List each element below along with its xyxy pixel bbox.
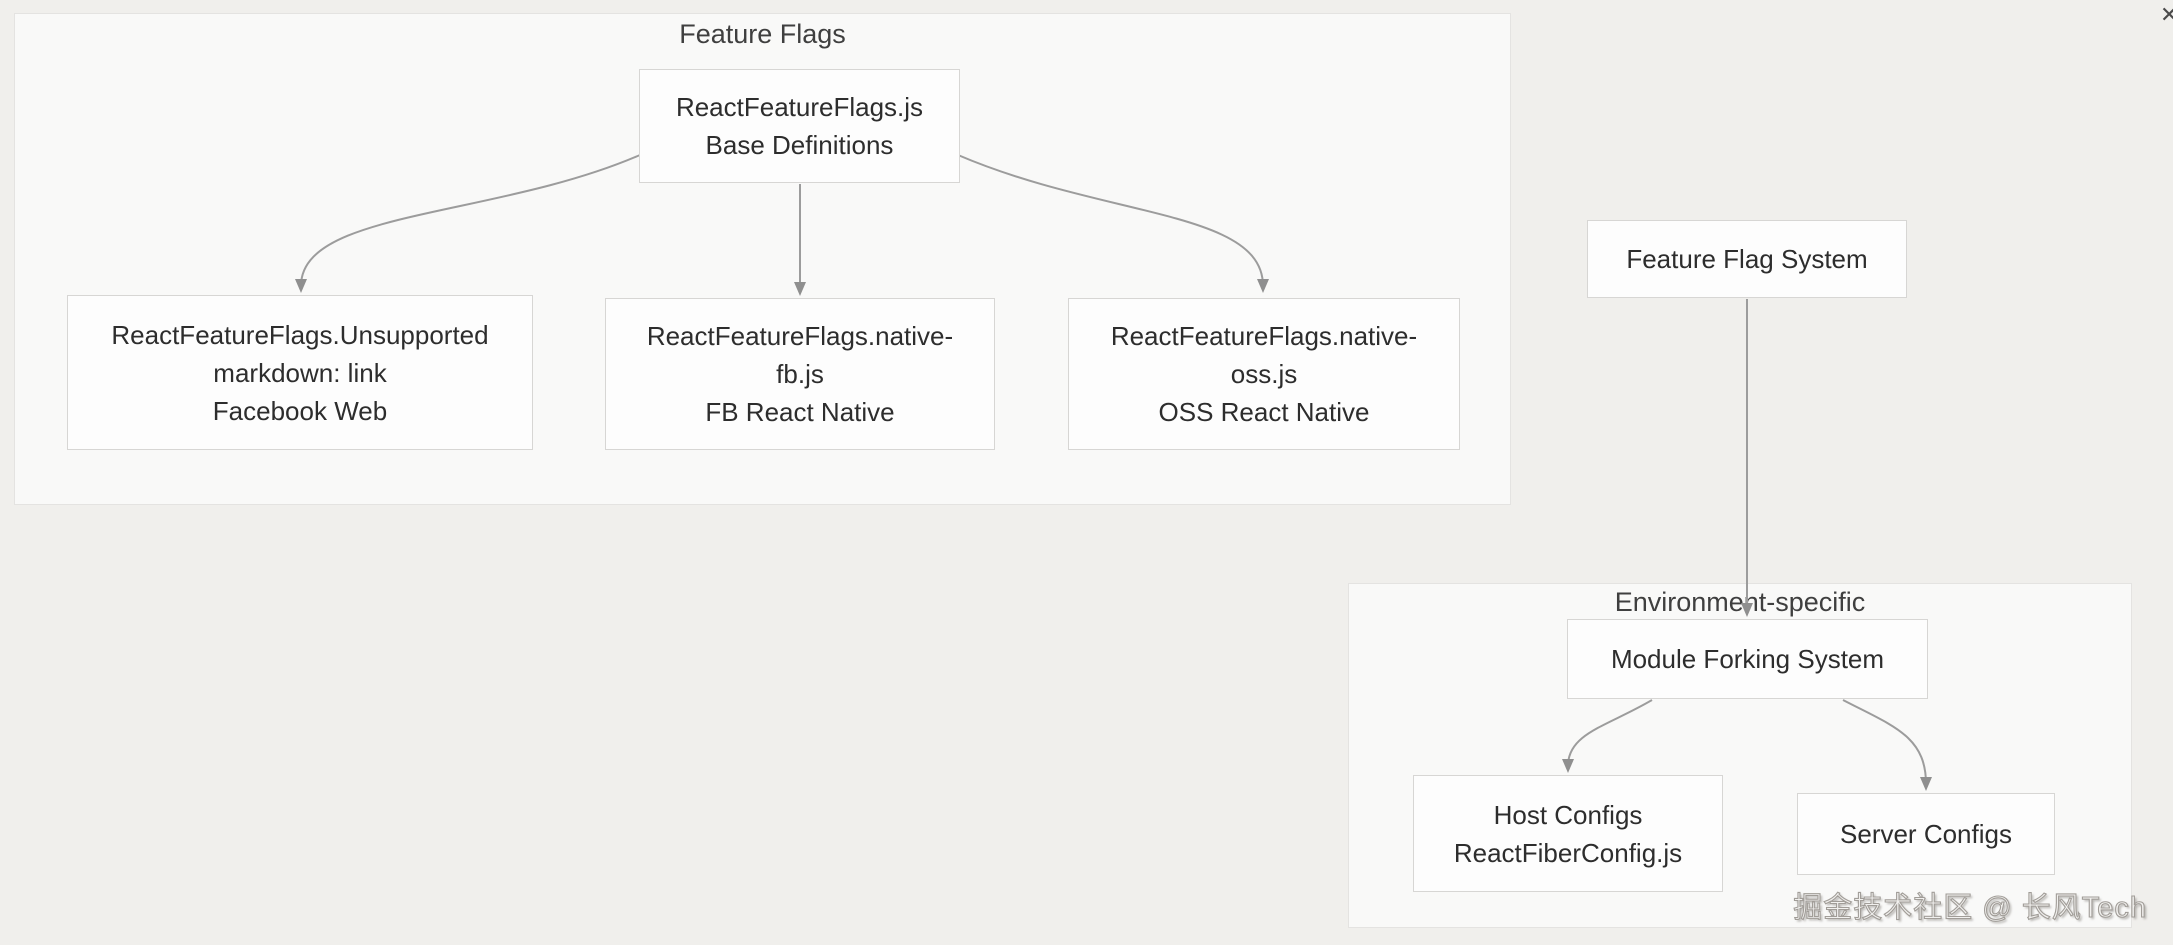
node-module-forking-system: Module Forking System (1567, 619, 1928, 699)
node-base-definitions: ReactFeatureFlags.js Base Definitions (639, 69, 960, 183)
node-text-line: Facebook Web (212, 395, 388, 426)
node-fb-react-native: ReactFeatureFlags.native- fb.js FB React… (605, 298, 995, 450)
node-text-line: Server Configs (1840, 819, 2012, 849)
node-text-line: ReactFiberConfig.js (1453, 837, 1683, 868)
node-text-line: ReactFeatureFlags.native- (646, 321, 954, 351)
node-facebook-web: ReactFeatureFlags.Unsupported markdown: … (67, 295, 533, 450)
node-text-line: fb.js (776, 359, 824, 389)
node-feature-flag-system: Feature Flag System (1587, 220, 1907, 298)
node-text-line: markdown: link (213, 357, 387, 388)
node-text-line: Feature Flag System (1626, 244, 1868, 274)
node-text-line: Base Definitions (705, 130, 894, 160)
node-text-line: ReactFeatureFlags.Unsupported (111, 319, 489, 350)
node-text-line: FB React Native (705, 397, 895, 427)
node-text-line: oss.js (1230, 359, 1298, 389)
node-text-line: Module Forking System (1610, 644, 1885, 674)
close-icon[interactable]: ✕ (2160, 2, 2173, 27)
node-text-line: ReactFeatureFlags.native- (1110, 321, 1418, 351)
watermark-text: 掘金技术社区 @ 长风Tech (1793, 891, 2147, 924)
node-text-line: OSS React Native (1158, 397, 1370, 427)
cluster-environment-specific-title: Environment-specific (1614, 587, 1866, 617)
cluster-feature-flags-title: Feature Flags (679, 19, 846, 49)
node-text-line: ReactFeatureFlags.js (675, 92, 924, 122)
node-server-configs: Server Configs (1797, 793, 2055, 875)
node-oss-react-native: ReactFeatureFlags.native- oss.js OSS Rea… (1068, 298, 1460, 450)
node-host-configs: Host Configs ReactFiberConfig.js (1413, 775, 1723, 892)
node-text-line: Host Configs (1493, 799, 1643, 830)
